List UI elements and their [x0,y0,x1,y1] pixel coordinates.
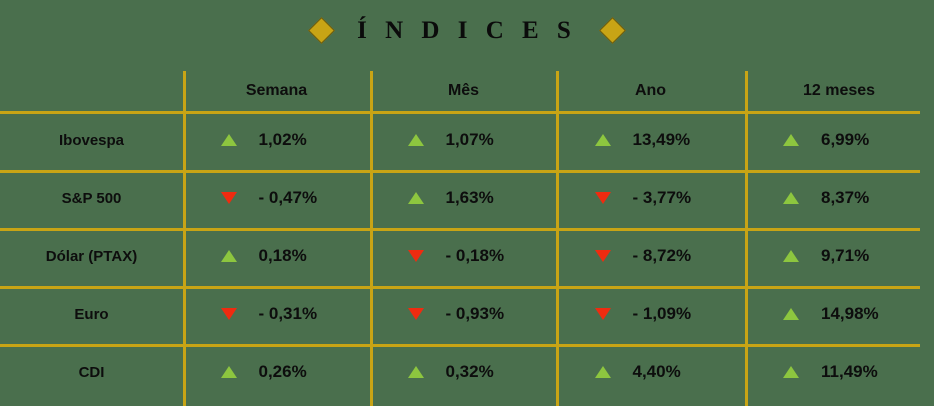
trend-up-icon [407,192,424,204]
cell-value: 1,02% [258,130,307,149]
row-label-sp-500: S&P 500 [61,189,122,207]
indices-table: Semana Mês Ano 12 meses Ibovespa 1,02% 1… [0,71,934,401]
trend-down-icon [594,308,611,320]
cell-ibovespa-ano: 13,49% [557,130,744,150]
cell-sp500-12-meses: 8,37% [744,188,934,208]
trend-up-icon [783,308,799,320]
cell-value: 1,07% [445,130,494,149]
cell-value: - 0,31% [258,304,318,323]
trend-down-icon [220,308,237,320]
grid-hline-1 [0,170,920,173]
trend-down-icon [220,192,237,204]
row-label-euro: Euro [74,305,109,323]
column-header-mes: Mês [447,82,480,99]
table-header-row: Semana Mês Ano 12 meses [0,71,934,111]
grid-vline-3 [556,71,559,406]
cell-value: - 1,09% [632,304,692,323]
column-header-semana: Semana [245,82,308,99]
cell-cdi-12-meses: 11,49% [744,362,934,382]
trend-down-icon [594,250,611,262]
trend-up-icon [783,134,799,146]
grid-hline-header [0,111,920,114]
diamond-ornament-right-icon [598,17,626,44]
table-row: Ibovespa 1,02% 1,07% 13,49% 6,99% [0,111,934,169]
cell-cdi-ano: 4,40% [557,362,744,382]
cell-euro-12-meses: 14,98% [744,304,934,324]
trend-up-icon [783,250,799,262]
table-row: Dólar (PTAX) 0,18% - 0,18% - 8,72% 9,71% [0,227,934,285]
cell-value: 8,37% [821,188,870,207]
cell-euro-mes: - 0,93% [370,304,557,324]
cell-euro-semana: - 0,31% [183,304,370,324]
trend-up-icon [783,366,799,378]
row-label-cdi: CDI [78,363,105,381]
grid-vline-4 [745,71,748,406]
page-title: Í N D I C E S [357,17,577,44]
cell-ibovespa-mes: 1,07% [370,130,557,150]
row-label-dolar-ptax: Dólar (PTAX) [45,247,138,265]
cell-value: - 8,72% [632,246,692,265]
cell-cdi-mes: 0,32% [370,362,557,382]
cell-ibovespa-12-meses: 6,99% [744,130,934,150]
cell-value: - 3,77% [632,188,692,207]
cell-dolar-12-meses: 9,71% [744,246,934,266]
column-header-ano: Ano [634,82,667,99]
table-row: S&P 500 - 0,47% 1,63% - 3,77% 8,37% [0,169,934,227]
cell-sp500-semana: - 0,47% [183,188,370,208]
column-header-12-meses: 12 meses [802,82,876,99]
trend-up-icon [407,134,424,146]
cell-sp500-ano: - 3,77% [557,188,744,208]
table-row: Euro - 0,31% - 0,93% - 1,09% 14,98% [0,285,934,343]
cell-dolar-ano: - 8,72% [557,246,744,266]
cell-value: 14,98% [821,304,879,323]
cell-value: 0,32% [445,362,494,381]
cell-value: 9,71% [821,246,870,265]
cell-value: 0,18% [258,246,307,265]
table-row: CDI 0,26% 0,32% 4,40% 11,49% [0,343,934,401]
trend-up-icon [783,192,799,204]
trend-down-icon [594,192,611,204]
cell-dolar-mes: - 0,18% [370,246,557,266]
cell-value: 11,49% [821,362,878,381]
grid-hline-4 [0,344,920,347]
row-label-ibovespa: Ibovespa [58,131,125,149]
cell-value: 6,99% [821,130,870,149]
grid-hline-3 [0,286,920,289]
cell-value: - 0,93% [445,304,505,323]
trend-down-icon [407,308,424,320]
trend-up-icon [594,134,611,146]
trend-up-icon [220,250,237,262]
trend-up-icon [594,366,611,378]
cell-sp500-mes: 1,63% [370,188,557,208]
grid-hline-2 [0,228,920,231]
cell-ibovespa-semana: 1,02% [183,130,370,150]
cell-value: 4,40% [632,362,681,381]
diamond-ornament-left-icon [308,17,336,44]
cell-euro-ano: - 1,09% [557,304,744,324]
grid-vline-2 [370,71,373,406]
cell-value: - 0,47% [258,188,318,207]
cell-cdi-semana: 0,26% [183,362,370,382]
page-title-bar: Í N D I C E S [0,8,934,53]
cell-value: 1,63% [445,188,494,207]
trend-up-icon [407,366,424,378]
trend-down-icon [407,250,424,262]
trend-up-icon [220,134,237,146]
trend-up-icon [220,366,237,378]
cell-value: - 0,18% [445,246,505,265]
grid-vline-1 [183,71,186,406]
cell-value: 0,26% [258,362,307,381]
cell-dolar-semana: 0,18% [183,246,370,266]
cell-value: 13,49% [632,130,691,149]
